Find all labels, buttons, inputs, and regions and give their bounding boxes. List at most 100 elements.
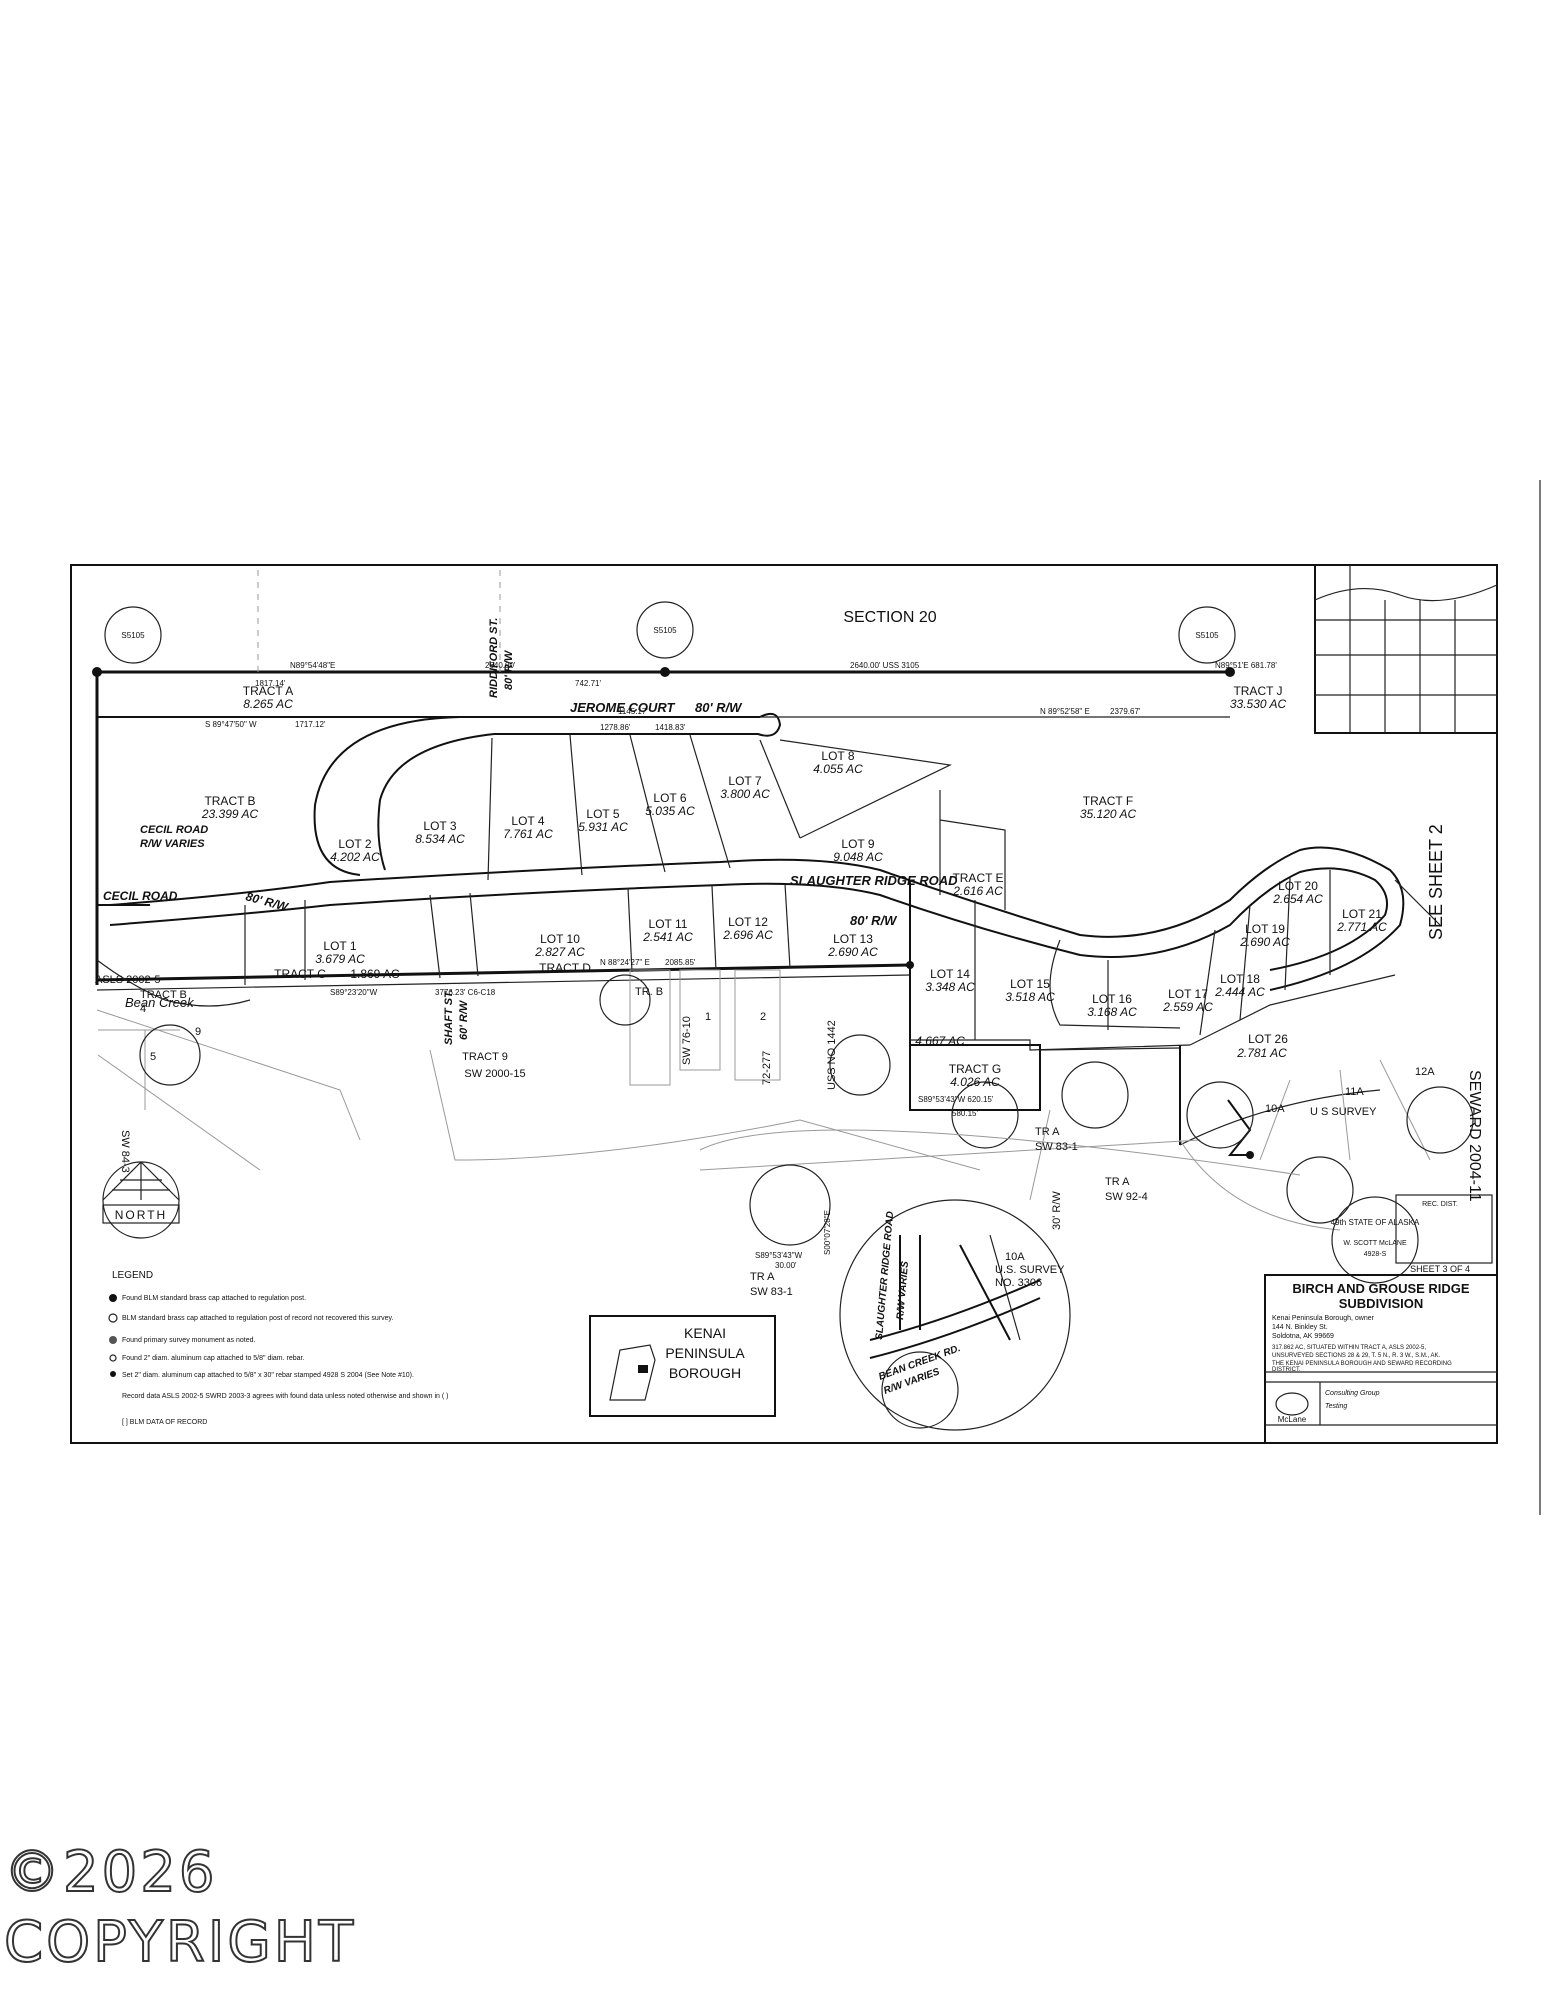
blm-cap-4 [139,1024,201,1086]
parcel-1 [679,969,721,1071]
lot-a-label: 1 [705,1011,711,1023]
cecil-varies-1: CECIL ROAD [140,824,208,836]
cecil-varies-2: R/W VARIES [140,838,205,850]
tract-c-name: TRACT C [274,967,326,981]
asls-label: ASLS 2002-5 [95,974,160,986]
legend-item-1: Found BLM standard brass cap attached to… [122,1295,306,1302]
north-label: NORTH [115,1208,167,1222]
tract-9-south-line [429,1049,981,1171]
lot-2-name: LOT 2 [338,837,371,851]
title-block [1264,1194,1498,1444]
inset-map [839,1199,1071,1431]
lot-line-6-7 [689,734,731,869]
lot-17-area: 2.559 AC [1162,1000,1213,1014]
sheet-of-label: SHEET 3 OF 4 [1410,1264,1470,1274]
seal-name: W. SCOTT McLANE [1343,1240,1407,1247]
dist-742: 742.71' [575,679,601,688]
vicinity-map [1314,564,1498,734]
seward-ref-label: SEWARD 2004-11 [1466,1070,1483,1202]
tract-c-south-line [96,974,911,991]
dist-1817: 1817.14' [255,679,286,688]
blm-cap-11 [1406,1086,1474,1154]
blm-cap-6 [829,1034,891,1096]
desc-line-2: UNSURVEYED SECTIONS 28 & 29, T. 5 N., R.… [1272,1353,1440,1359]
owner-line-1: Kenai Peninsula Borough, owner [1272,1315,1375,1322]
tract-e-boundary [939,819,1006,910]
lot-12a-label: 12A [1415,1066,1435,1078]
blm-cap-5 [599,974,651,1026]
lot-20-name: LOT 20 [1278,879,1318,893]
dist-2640: 2640.00' [485,661,516,670]
lot-line-11-12 [711,885,717,971]
tract-b-area: 23.399 AC [201,807,259,821]
us-survey-label: U S SURVEY [1310,1106,1377,1118]
lot-line-19 [1284,877,1291,991]
lot-21-name: LOT 21 [1342,907,1382,921]
bearing-top-right: N89°51'E 681.78' [1215,661,1277,670]
dist-tract-a: 1717.12' [295,720,326,729]
sw-83-line [699,1139,1201,1171]
bearing-tract-d: N 88°24'27" E [600,958,650,967]
tract-g-boundary [909,1044,1041,1111]
lot-15-area: 3.518 AC [1005,990,1055,1004]
slaughter-ridge-road-south [109,867,1388,971]
lot-18-area: 2.444 AC [1214,985,1265,999]
sw-76-label: SW 76-10 [681,1016,693,1065]
lot-6-name: LOT 6 [653,791,686,805]
lot-19-area: 2.690 AC [1239,935,1290,949]
kpb-line-2: PENINSULA [665,1345,745,1361]
owner-line-3: Soldotna, AK 99669 [1272,1333,1334,1340]
sw-92-line [1179,1139,1341,1231]
parcel-2 [734,969,781,1081]
lot-6-area: 5.035 AC [645,804,695,818]
legend-item-5: Set 2" diam. aluminum cap attached to 5/… [122,1372,414,1379]
lot-tr-label: TR. B [635,986,663,998]
kpb-logo-box [589,1315,776,1417]
svg-text:S5105: S5105 [653,626,677,635]
bean-creek-label: Bean Creek [125,995,195,1010]
lot-11-area: 2.541 AC [642,930,693,944]
uss-12a-line [1379,1059,1431,1161]
uss-1442-label: USS NO 1442 [826,1020,838,1090]
lot-8-name: LOT 8 [821,749,854,763]
jerome-court-label: JEROME COURT [570,700,676,715]
firm-sub-2: Testing [1325,1403,1347,1410]
lot-20-area: 2.654 AC [1272,892,1323,906]
copyright-watermark: ©2026 COPYRIGHT [3,1839,357,1976]
tract-a-area: 8.265 AC [243,697,293,711]
sheet-border [70,564,1498,1444]
lot-10-area: 2.827 AC [534,945,585,959]
dist-jerome: 2379.67' [1110,707,1141,716]
lot-14-area: 3.348 AC [925,980,975,994]
lot-12-name: LOT 12 [728,915,768,929]
lot-26-north-line [1189,974,1396,1046]
tr-b-parcel [629,969,671,1086]
inset-sw83: SW 83-1 [750,1286,793,1298]
lot-1-area: 3.679 AC [315,952,365,966]
lot-line-12-13 [784,883,791,969]
uss3306-c: NO. 3306 [995,1277,1042,1289]
lot-19-name: LOT 19 [1245,922,1285,936]
see-sheet-label: SEE SHEET 2 [1426,824,1446,940]
sw-84-label: SW 84-3 [119,1130,131,1173]
legend-title: LEGEND [112,1270,153,1281]
sw-84-line [97,1054,261,1171]
inset-tra: TR A [750,1271,775,1283]
tra-sw83-label: TR A [1035,1126,1060,1138]
inset-connector-line [699,1129,1301,1176]
lot-26-name: LOT 26 [1248,1032,1288,1046]
sw-72-label: 72-277 [761,1051,773,1085]
bearing-inset: S89°53'43"W [755,1251,803,1260]
lot-4-name: LOT 4 [511,814,544,828]
tract-j-area: 33.530 AC [1230,697,1287,711]
lot-5-label: 5 [150,1051,156,1063]
lot-11-name: LOT 11 [649,917,688,931]
kpb-line-1: KENAI [684,1325,726,1341]
title-line-2: SUBDIVISION [1339,1296,1424,1311]
lot-line-10-11 [627,887,633,973]
tract-d-name: TRACT D [539,961,591,975]
blm-cap-2: S5105 [636,601,694,659]
lot-3-name: LOT 3 [423,819,456,833]
lot-13-name: LOT 13 [833,932,873,946]
lot-line-4-5 [569,734,583,876]
